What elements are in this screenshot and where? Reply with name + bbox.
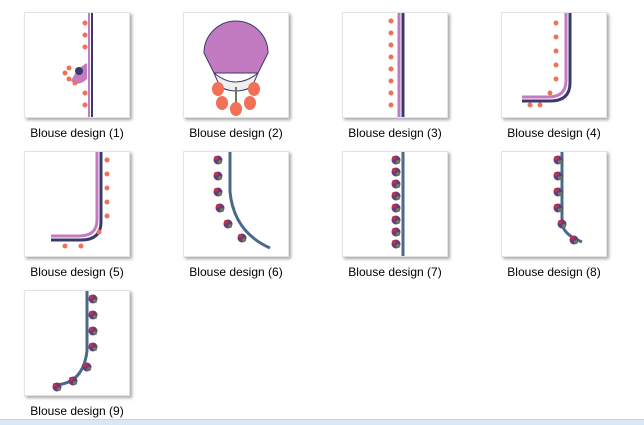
- file-item[interactable]: Blouse design (5): [2, 151, 152, 279]
- file-item[interactable]: Blouse design (8): [479, 151, 629, 279]
- thumbnail-9: [24, 290, 130, 396]
- thumbnail-6: [183, 151, 289, 257]
- file-name: Blouse design (1): [30, 126, 124, 140]
- file-item[interactable]: Blouse design (4): [479, 12, 629, 140]
- file-name: Blouse design (3): [348, 126, 442, 140]
- file-item[interactable]: Blouse design (1): [2, 12, 152, 140]
- file-name: Blouse design (4): [507, 126, 601, 140]
- file-item[interactable]: Blouse design (3): [320, 12, 470, 140]
- file-name: Blouse design (7): [348, 265, 442, 279]
- file-name: Blouse design (9): [30, 404, 124, 418]
- thumbnail-2: [183, 12, 289, 118]
- file-name: Blouse design (6): [189, 265, 283, 279]
- thumbnail-4: [501, 12, 607, 118]
- thumbnail-7: [342, 151, 448, 257]
- status-bar: [0, 419, 644, 425]
- file-name: Blouse design (8): [507, 265, 601, 279]
- file-name: Blouse design (2): [189, 126, 283, 140]
- file-name: Blouse design (5): [30, 265, 124, 279]
- thumbnail-1: [24, 12, 130, 118]
- thumbnail-3: [342, 12, 448, 118]
- file-item[interactable]: Blouse design (7): [320, 151, 470, 279]
- file-item[interactable]: Blouse design (9): [2, 290, 152, 418]
- file-item[interactable]: Blouse design (2): [161, 12, 311, 140]
- thumbnail-5: [24, 151, 130, 257]
- file-item[interactable]: Blouse design (6): [161, 151, 311, 279]
- thumbnail-8: [501, 151, 607, 257]
